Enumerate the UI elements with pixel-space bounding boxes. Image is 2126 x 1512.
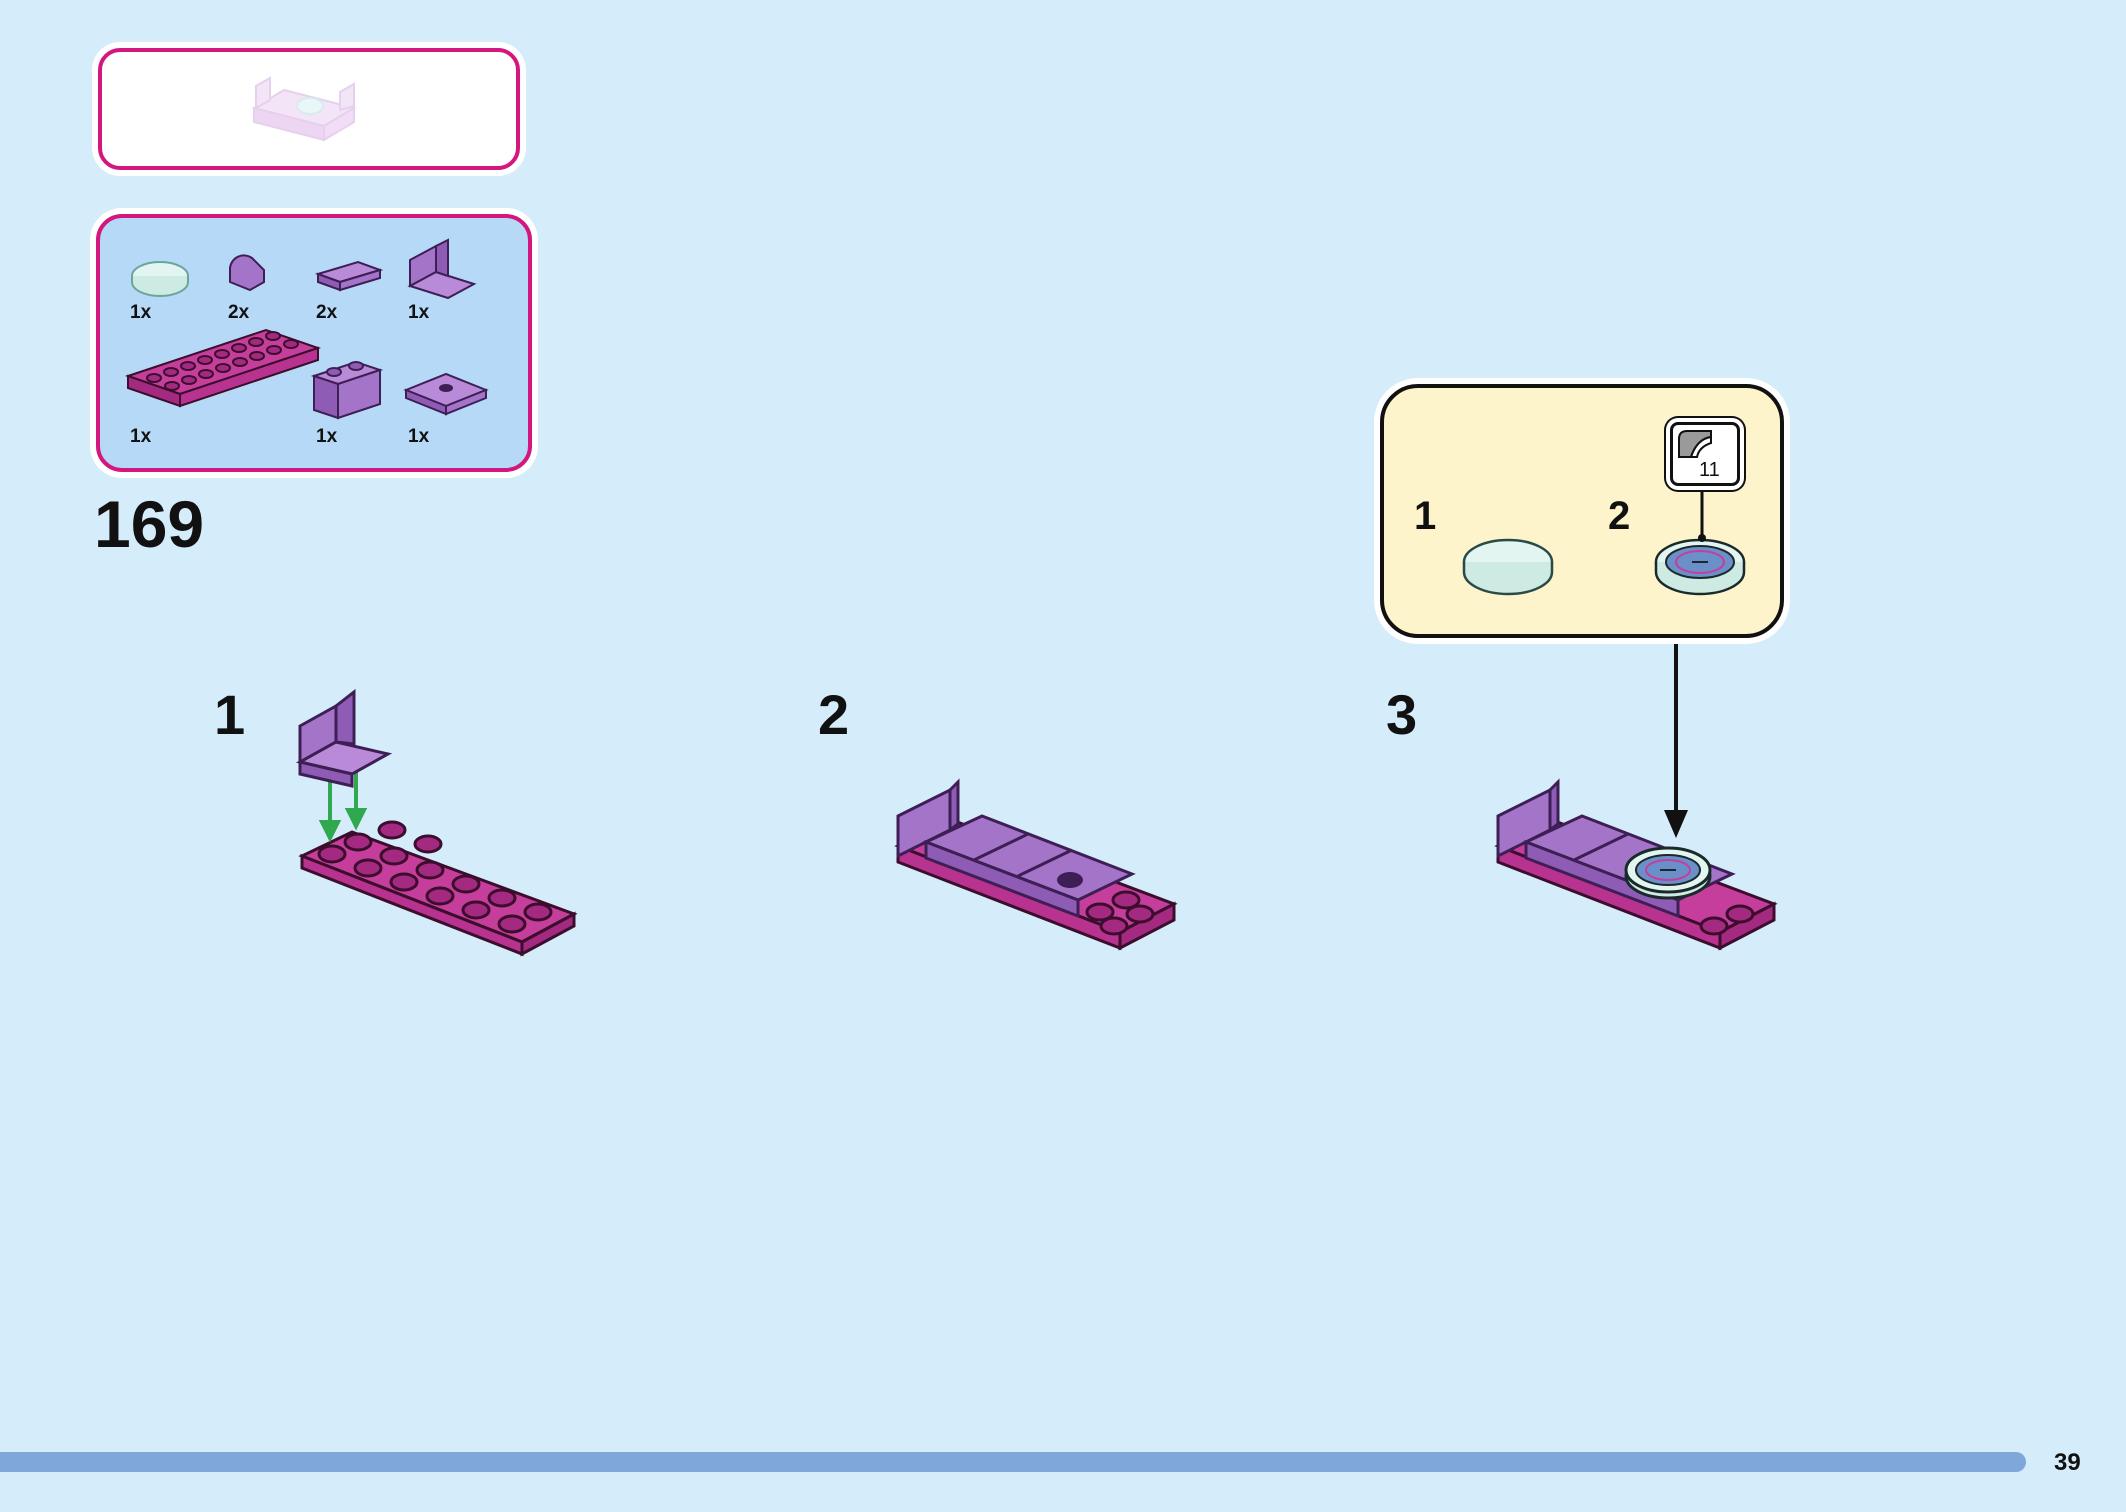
curved-slope-purple-icon <box>229 254 265 292</box>
seat-bracket-purple-icon <box>407 238 477 300</box>
qty-brick: 1x <box>316 426 338 447</box>
sticker-sheet-icon <box>1678 430 1712 458</box>
decorated-round-tile-icon <box>1654 538 1746 596</box>
plate-2x8-magenta-icon <box>124 328 322 408</box>
qty-plate: 1x <box>130 426 152 447</box>
substep-1-number: 1 <box>214 683 246 746</box>
submodel-preview-box <box>98 48 520 170</box>
parts-list-box: 1x 2x 2x 1x 1x <box>96 214 532 472</box>
callout-sub1-label: 1 <box>1414 494 1437 538</box>
substep-3-number: 3 <box>1386 683 1418 746</box>
qty-seat-bracket: 1x <box>408 302 430 323</box>
qty-round-tile: 1x <box>130 302 152 323</box>
down-arrow-icon <box>1664 634 1688 838</box>
sticker-box: 11 <box>1670 422 1740 486</box>
footer-progress-bar <box>0 1452 2026 1472</box>
assembly-step-1-icon <box>295 688 578 957</box>
round-tile-mint-icon <box>1462 538 1554 596</box>
sticker-number: 11 <box>1699 459 1720 481</box>
sticker-pointer-line <box>1698 484 1706 542</box>
substep-2-number: 2 <box>818 683 850 746</box>
step-number: 169 <box>94 487 205 561</box>
qty-jumper-plate: 1x <box>408 426 430 447</box>
sofa-preview-icon <box>251 76 357 142</box>
round-tile-mint-icon <box>131 261 189 297</box>
assembly-step-3-icon <box>1494 778 1778 951</box>
jumper-plate-purple-icon <box>403 372 489 416</box>
brick-1x2-purple-icon <box>310 360 384 420</box>
tile-1x2-purple-icon <box>314 260 384 292</box>
page-number: 39 <box>2054 1449 2081 1476</box>
assembly-step-2-icon <box>894 778 1178 951</box>
callout-sub2-label: 2 <box>1608 494 1631 538</box>
submodel-callout: 1 2 11 <box>1380 384 1784 638</box>
qty-curved-slope: 2x <box>228 302 250 323</box>
qty-tile: 2x <box>316 302 338 323</box>
